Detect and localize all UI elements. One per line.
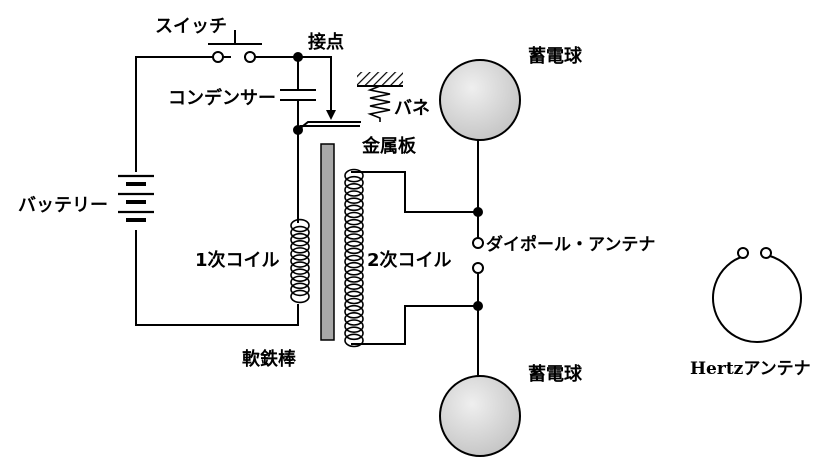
secondary-circuit-wires [351, 139, 479, 379]
junction-dot [473, 301, 483, 311]
sphere-bottom [439, 375, 521, 457]
coil-loop [344, 183, 364, 197]
coil-loop [344, 175, 364, 190]
metal-plate-label: 金属板 [361, 135, 417, 157]
contact-label: 接点 [308, 31, 344, 53]
primary-coil-label: 1次コイル [195, 249, 280, 271]
coil-loop [344, 233, 364, 247]
dipole-gap-terminal [472, 237, 484, 249]
coil-loop [344, 197, 364, 212]
sphere-top-label: 蓄電球 [528, 46, 583, 67]
secondary-coil-label: 2次コイル [367, 249, 452, 271]
iron-core-label: 軟鉄棒 [242, 348, 297, 370]
sphere-top [439, 59, 521, 141]
coil-loop [344, 247, 364, 262]
coil-loop [290, 254, 310, 268]
junction-dot [473, 207, 483, 217]
spring-label: バネ [394, 98, 430, 119]
dipole-antenna-label: ダイポール・アンテナ [486, 234, 655, 255]
coil-loop [344, 204, 364, 219]
coil-loop [290, 275, 310, 290]
capacitor-label: コンデンサー [168, 87, 276, 109]
coil-loop [344, 269, 364, 283]
coil-loop [344, 319, 364, 333]
sphere-bottom-label: 蓄電球 [528, 364, 583, 385]
coil-loop [344, 226, 364, 240]
secondary-coil [344, 168, 364, 348]
coil-loop [290, 239, 310, 254]
switch-label: スイッチ [155, 16, 227, 37]
coil-loop [344, 254, 364, 269]
coil-loop [344, 283, 364, 298]
iron-core [320, 143, 335, 341]
coil-loop [290, 247, 310, 261]
coil-loop [344, 218, 364, 233]
coil-loop [344, 211, 364, 226]
coil-loop [344, 297, 364, 312]
metal-plate [296, 121, 361, 132]
battery-label: バッテリー [18, 195, 108, 216]
coil-loop [290, 218, 310, 233]
coil-loop [344, 168, 364, 183]
coil-loop [290, 268, 310, 283]
coil-loop [290, 232, 310, 247]
coil-loop [344, 190, 364, 204]
dipole-gap-terminal [472, 262, 484, 274]
battery [118, 172, 154, 230]
hertz-antenna-label: Hertzアンテナ [690, 359, 811, 379]
capacitor [280, 89, 316, 101]
coil-loop [290, 282, 310, 297]
primary-coil [290, 218, 310, 304]
coil-loop [344, 261, 364, 276]
switch [208, 30, 262, 63]
hertz-antenna [712, 247, 802, 344]
coil-loop [344, 304, 364, 319]
coil-loop [344, 276, 364, 290]
coil-loop [344, 312, 364, 326]
coil-loop [290, 261, 310, 275]
coil-loop [344, 333, 364, 348]
junction-dot [293, 52, 303, 62]
coil-loop [344, 240, 364, 255]
spring [357, 72, 403, 122]
coil-loop [290, 289, 310, 304]
coil-loop [344, 290, 364, 305]
contact-arrow [326, 110, 336, 120]
coil-loop [290, 225, 310, 240]
coil-loop [344, 326, 364, 341]
